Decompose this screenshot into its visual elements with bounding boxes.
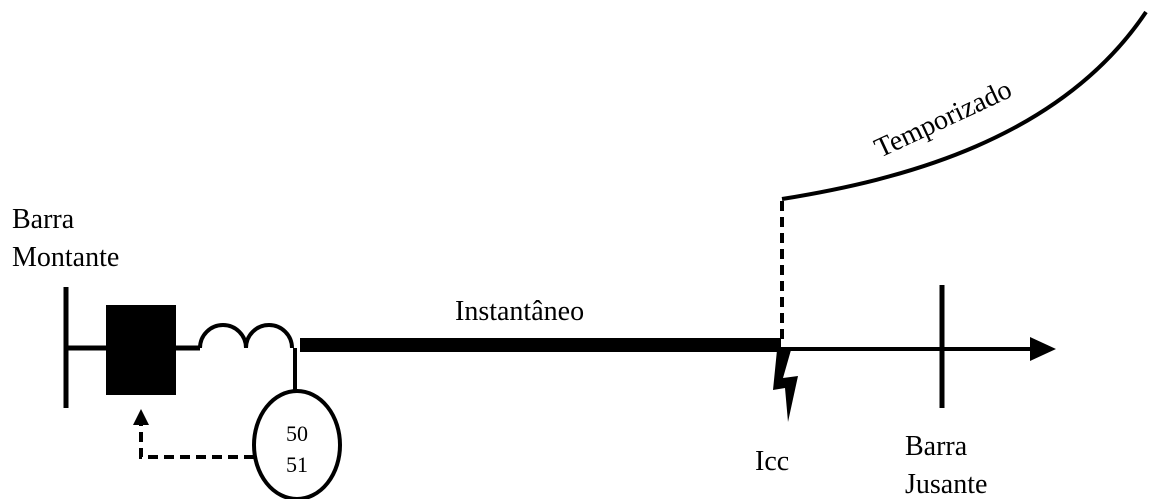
relay-50-51: [252, 389, 342, 499]
line-arrow-icon: [1030, 337, 1056, 361]
trip-signal-line: [139, 425, 254, 459]
timed-curve: [781, 10, 1148, 201]
timed-label: Temporizado: [870, 74, 1017, 164]
downstream-bus-label-2: Jusante: [905, 469, 987, 499]
relay-code-51: 51: [286, 452, 308, 477]
downstream-bus-label-1: Barra: [905, 431, 968, 462]
upstream-bus-label-2: Montante: [12, 242, 119, 273]
trip-signal-arrow-icon: [133, 409, 149, 425]
upstream-bus-label-1: Barra: [12, 204, 75, 235]
circuit-breaker: [106, 305, 176, 395]
fault-current-label: Icc: [755, 446, 789, 477]
current-transformer: [198, 323, 294, 349]
relay-code-50: 50: [286, 421, 308, 446]
fault-lightning-icon: [773, 350, 798, 422]
instantaneous-label: Instantâneo: [455, 296, 584, 327]
